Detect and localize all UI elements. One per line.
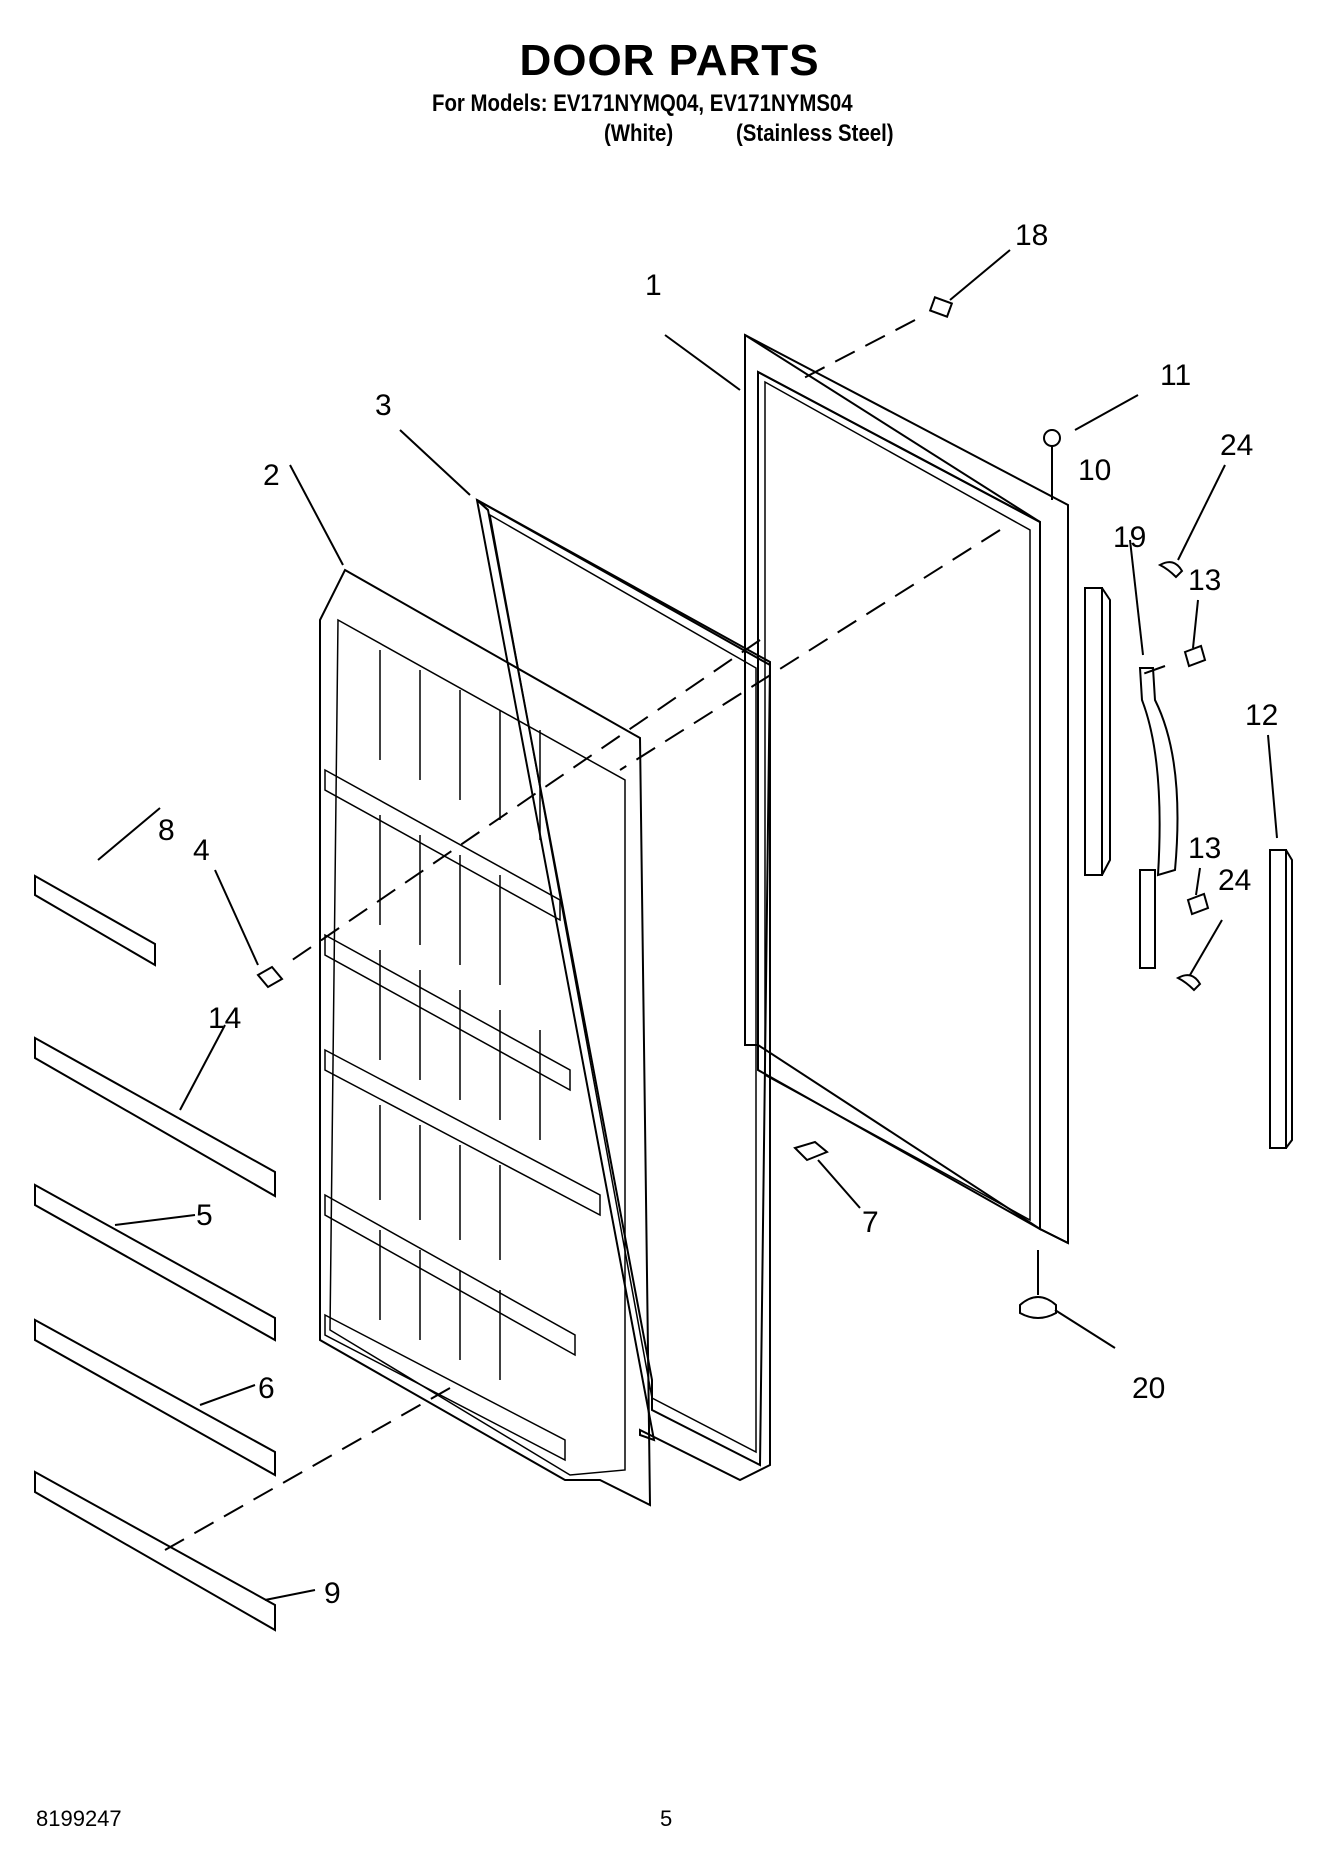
callout-8: 8	[158, 814, 175, 847]
callout-5: 5	[196, 1199, 213, 1232]
callout-1: 1	[645, 269, 662, 302]
part-19-handle	[1138, 667, 1179, 969]
part-14-breaker-strip	[34, 1036, 276, 1198]
callout-19: 19	[1113, 521, 1146, 554]
callout-6: 6	[258, 1372, 275, 1405]
callout-9: 9	[324, 1577, 341, 1610]
callout-11: 11	[1160, 359, 1191, 392]
hardware	[256, 296, 1210, 1319]
callout-24a: 24	[1220, 429, 1253, 462]
part-12-trim	[1269, 849, 1293, 1149]
part-8-breaker-strip	[34, 874, 156, 967]
models-line: For Models: EV171NYMQ04, EV171NYMS04	[432, 90, 853, 117]
variant-white: (White)	[604, 120, 674, 147]
variant-stainless: (Stainless Steel)	[736, 120, 894, 147]
callout-10: 10	[1078, 454, 1111, 487]
callout-20: 20	[1132, 1372, 1165, 1405]
page-number: 5	[660, 1806, 673, 1831]
part-3-door-gasket	[475, 498, 772, 1482]
part-5-breaker-strip	[34, 1183, 276, 1342]
document-number: 8199247	[36, 1806, 122, 1831]
callouts: 18 1 11 3 24 2 10 19 13 12 8 4 13 24 14 …	[158, 219, 1278, 1610]
callout-13b: 13	[1188, 832, 1221, 865]
callout-12: 12	[1245, 699, 1278, 732]
part-10-trim	[1084, 587, 1111, 876]
callout-2: 2	[263, 459, 280, 492]
callout-24b: 24	[1218, 864, 1251, 897]
part-2-door-liner	[319, 568, 652, 1507]
callout-4: 4	[193, 834, 210, 867]
page-title: DOOR PARTS	[519, 36, 820, 85]
part-1-door-frame	[744, 333, 1069, 1245]
callout-18: 18	[1015, 219, 1048, 252]
callout-14: 14	[208, 1002, 241, 1035]
callout-13a: 13	[1188, 564, 1221, 597]
assembly-lines	[164, 319, 1166, 1551]
part-9-breaker-strip	[34, 1470, 276, 1632]
part-6-breaker-strip	[34, 1318, 276, 1477]
leader-arrows	[97, 249, 1278, 1601]
callout-7: 7	[862, 1206, 879, 1239]
callout-3: 3	[375, 389, 392, 422]
